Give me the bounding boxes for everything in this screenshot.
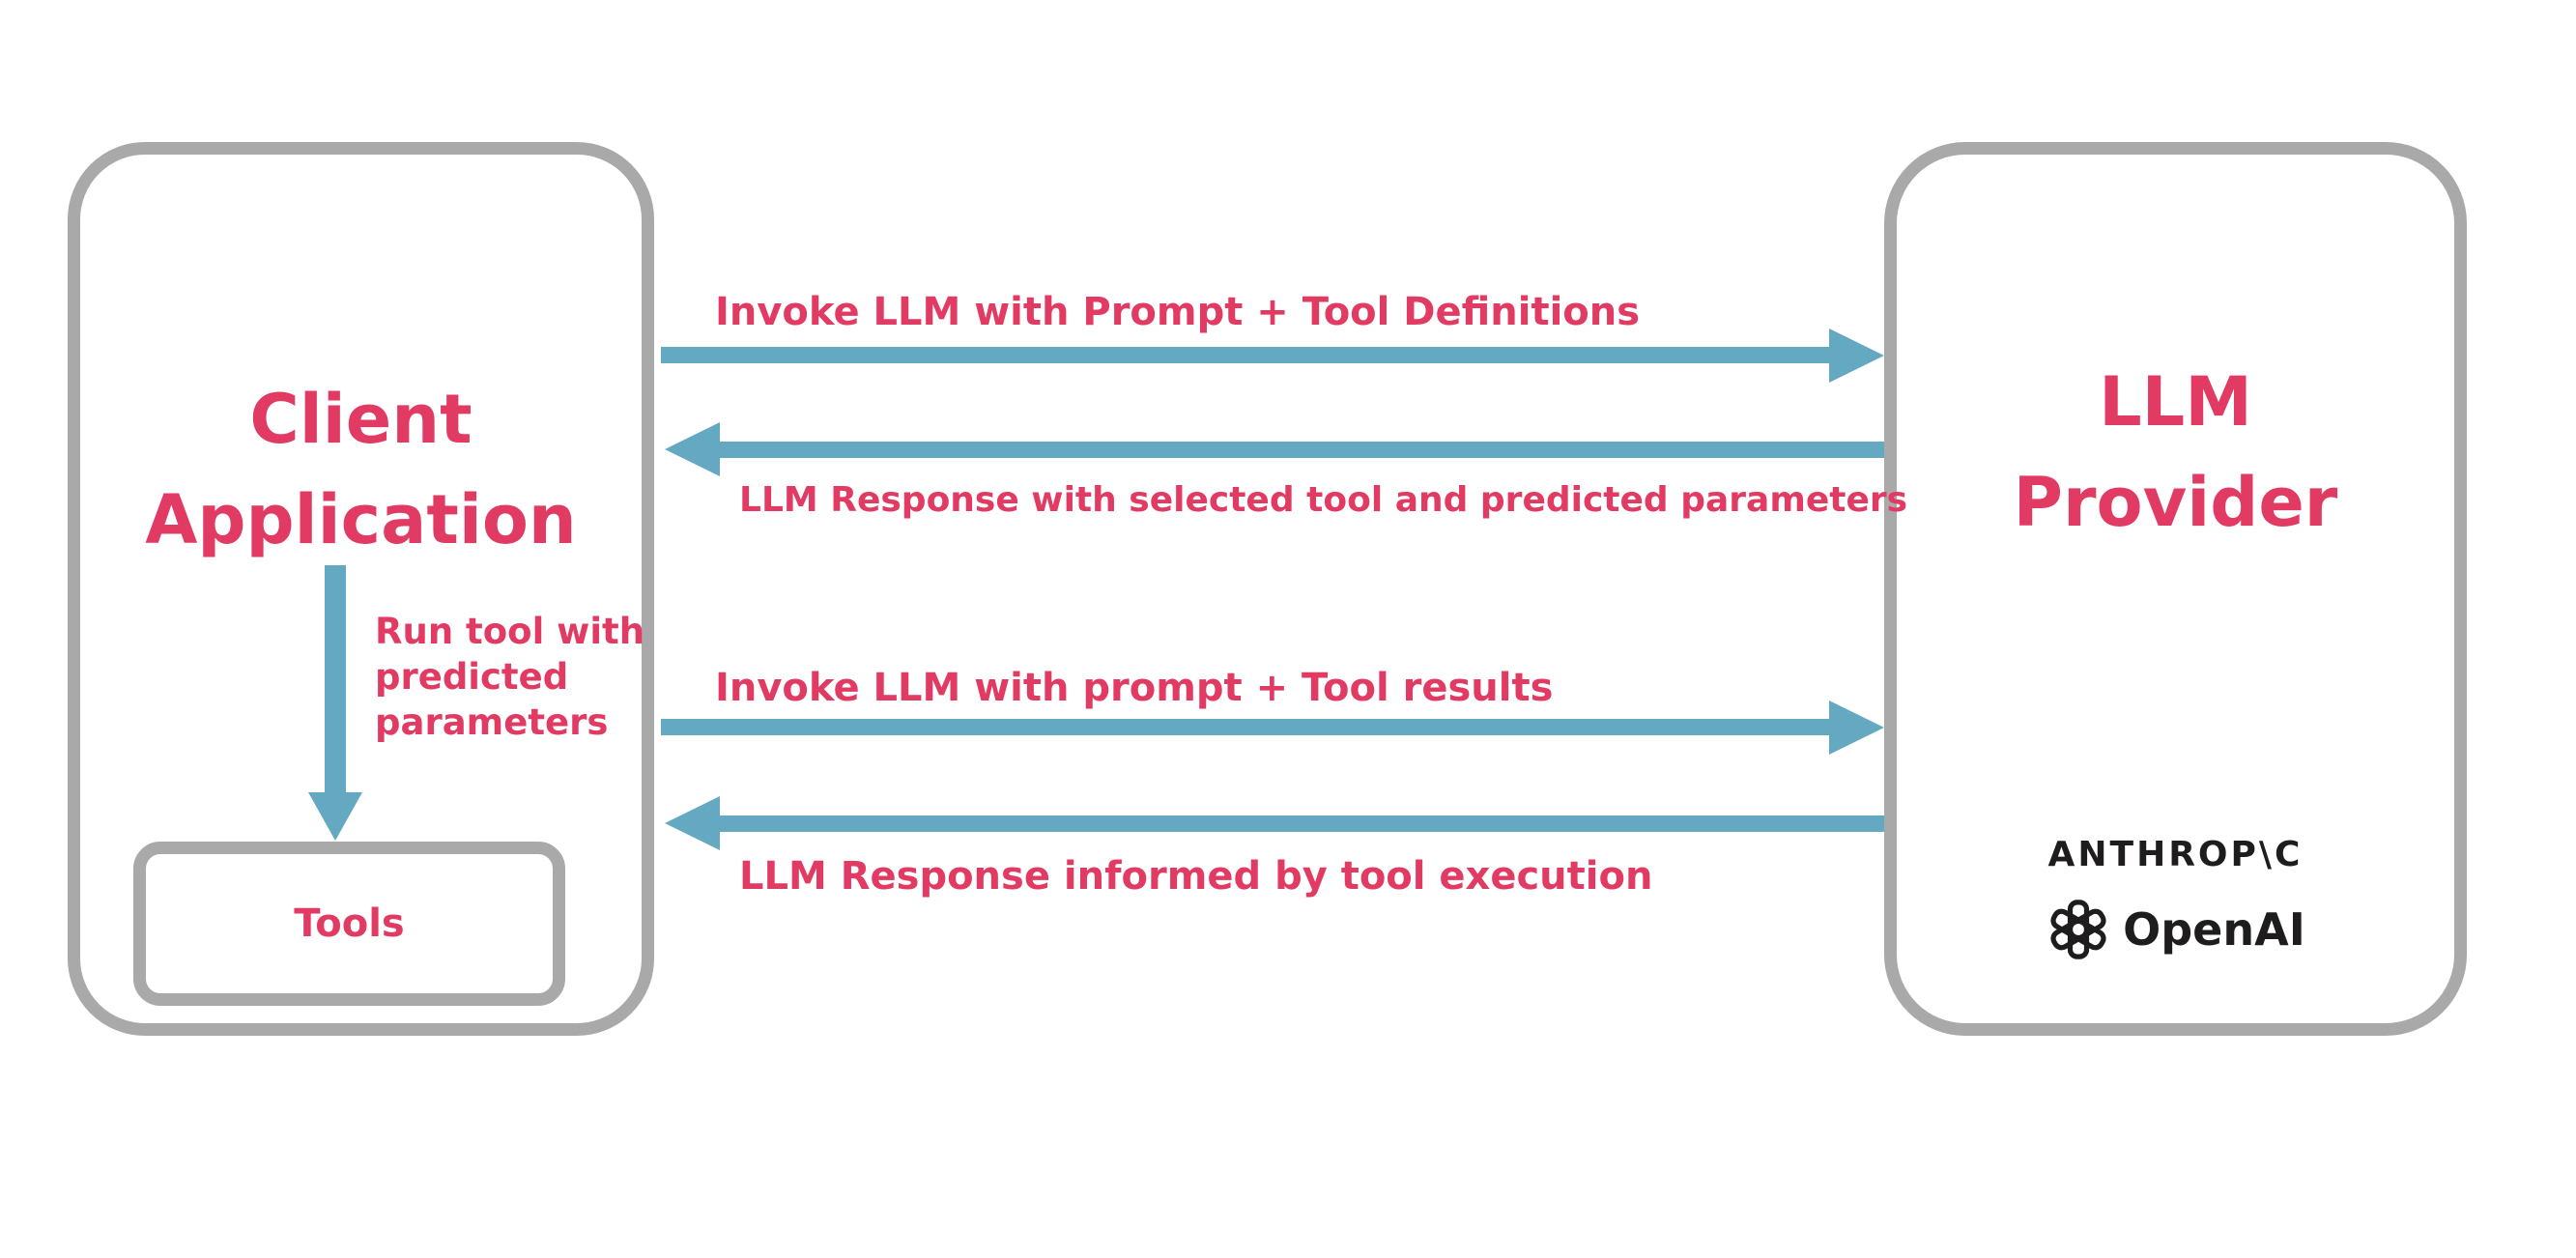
response-arrow-2-head-icon (665, 422, 720, 476)
llm-provider-title: LLM Provider (1884, 352, 2467, 553)
client-application-title: Client Application (68, 369, 654, 570)
anthropic-logo: ANTHROP\C (2047, 835, 2304, 874)
message-label-4: LLM Response informed by tool execution (739, 854, 1653, 899)
request-arrow-3-shaft (661, 719, 1832, 735)
openai-icon (2046, 897, 2111, 962)
response-arrow-4-shaft (718, 815, 1884, 832)
request-arrow-1-shaft (661, 347, 1832, 363)
message-label-3: Invoke LLM with prompt + Tool results (715, 666, 1554, 710)
message-label-2: LLM Response with selected tool and pred… (739, 480, 1908, 520)
run-tool-label: Run tool with predicted parameters (375, 611, 645, 743)
tools-label: Tools (294, 901, 405, 946)
run-tool-arrow-shaft (325, 565, 346, 794)
response-arrow-4-head-icon (665, 796, 720, 850)
run-tool-arrowhead-down-icon (308, 792, 362, 841)
response-arrow-2-shaft (718, 442, 1884, 458)
tools-box (133, 842, 565, 1006)
llm-title-line1: LLM (2099, 362, 2252, 442)
openai-logo-text: OpenAI (2123, 903, 2305, 956)
openai-logo: OpenAI (1884, 897, 2467, 962)
message-label-1: Invoke LLM with Prompt + Tool Definition… (715, 290, 1641, 334)
client-title-line1: Client (249, 380, 472, 459)
llm-title-line2: Provider (2013, 463, 2338, 542)
request-arrow-1-head-icon (1829, 329, 1884, 383)
client-title-line2: Application (145, 480, 577, 559)
llm-provider-box (1884, 142, 2467, 1036)
request-arrow-3-head-icon (1829, 700, 1884, 755)
